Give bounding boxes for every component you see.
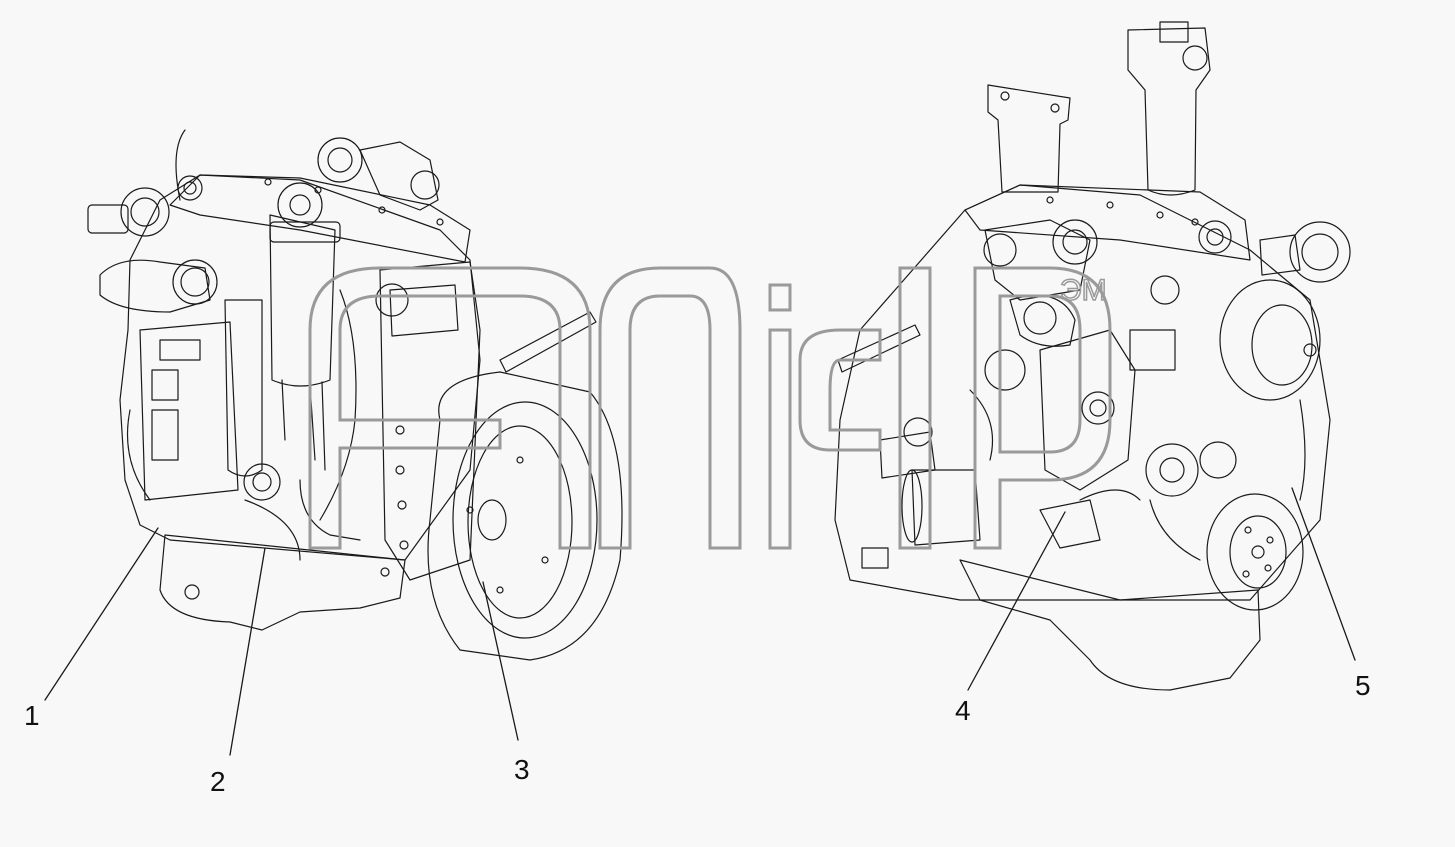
lifting-bracket [987,84,1071,193]
callout-2: 2 [210,766,226,797]
ecu-module [139,321,239,501]
leader-lines [44,487,1356,756]
oil-filter-top [1127,27,1211,196]
engine-left [87,129,623,661]
engine-right [834,21,1351,691]
callout-1: 1 [24,700,40,731]
oil-pan-left [159,534,406,631]
alternator [1039,329,1136,491]
leader-line-1 [44,527,159,701]
flywheel-housing [427,371,623,661]
fuel-filter [269,214,336,387]
leader-line-2 [229,547,266,756]
callout-5: 5 [1355,670,1371,701]
callout-4: 4 [955,695,971,726]
watermark [308,266,1112,550]
watermark-text: ЭМ [1060,274,1107,307]
callout-3: 3 [514,754,530,785]
leader-line-5 [1291,487,1356,661]
leader-line-3 [482,581,519,741]
leader-line-4 [967,511,1066,691]
